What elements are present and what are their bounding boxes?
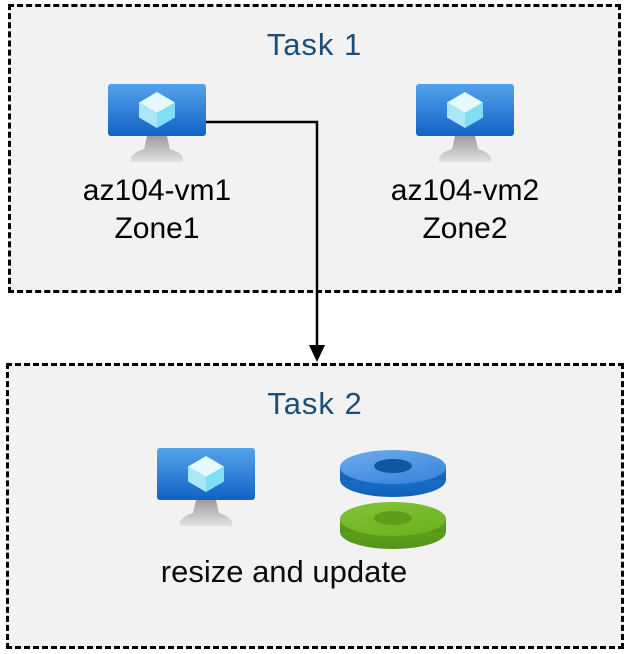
virtual-machine-icon bbox=[416, 84, 514, 162]
vm1-zone-label: Zone1 bbox=[114, 212, 200, 245]
virtual-machine-icon bbox=[157, 448, 255, 526]
vm2-label: az104-vm2 Zone2 bbox=[340, 172, 590, 248]
task1-title: Task 1 bbox=[266, 27, 363, 62]
task2-caption: resize and update bbox=[160, 554, 408, 589]
task2-title: Task 2 bbox=[267, 386, 363, 421]
task1-box: Task 1 bbox=[8, 4, 621, 293]
vm1-name-label: az104-vm1 bbox=[82, 174, 232, 207]
vm2-zone-label: Zone2 bbox=[422, 212, 508, 245]
vm2-name-label: az104-vm2 bbox=[390, 174, 540, 207]
task2-box: Task 2 bbox=[6, 363, 624, 649]
virtual-machine-icon bbox=[108, 84, 206, 162]
vm1-label: az104-vm1 Zone1 bbox=[32, 172, 282, 248]
managed-disks-icon bbox=[340, 450, 446, 549]
